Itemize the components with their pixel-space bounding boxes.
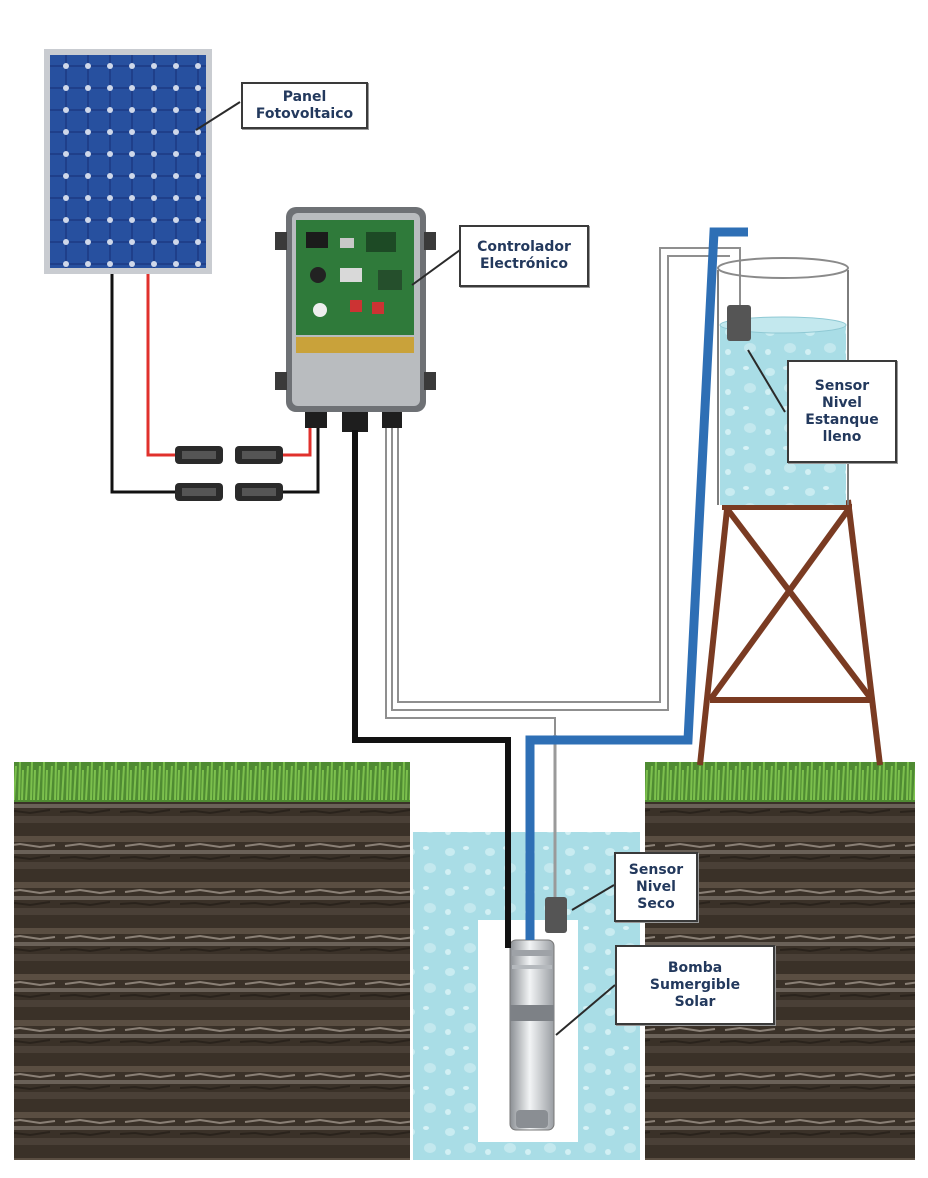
ground	[14, 762, 915, 1160]
solar-panel	[44, 49, 212, 274]
label-line: Nivel	[636, 878, 676, 895]
red-cable	[146, 274, 175, 457]
panel-cables	[110, 274, 320, 494]
label-line: Panel	[282, 88, 327, 105]
grass-right	[645, 762, 915, 804]
mc4-connectors	[175, 446, 283, 501]
black-cable-out	[283, 418, 320, 494]
label-controlador-electronico: Controlador Electrónico	[459, 225, 589, 287]
label-line: Bomba	[667, 959, 723, 976]
label-line: Fotovoltaico	[255, 105, 354, 122]
water-pipe	[525, 227, 748, 940]
label-line: Sensor	[814, 377, 870, 394]
sensor-wires	[385, 247, 741, 735]
label-sensor-nivel-seco: Sensor Nivel Seco	[614, 852, 698, 922]
full-level-sensor	[727, 305, 751, 341]
leader-lines	[195, 101, 786, 1036]
red-cable-out	[283, 418, 312, 457]
label-line: Sumergible	[649, 976, 741, 993]
submersible-pump	[509, 939, 555, 1131]
label-line: Nivel	[822, 394, 862, 411]
electronic-controller	[275, 207, 436, 432]
label-line: Controlador	[477, 239, 571, 255]
label-line: Electrónico	[479, 256, 569, 272]
pump-power-cable	[352, 430, 511, 948]
label-line: Solar	[674, 993, 716, 1010]
label-bomba-sumergible-solar: Bomba Sumergible Solar	[615, 945, 775, 1025]
label-sensor-nivel-estanque-lleno: Sensor Nivel Estanque lleno	[787, 360, 897, 463]
tank-tower	[697, 499, 883, 766]
grass-left	[14, 762, 410, 804]
label-line: Seco	[637, 895, 675, 912]
label-line: lleno	[822, 428, 862, 445]
label-line: Estanque	[805, 411, 879, 428]
label-panel-fotovoltaico: Panel Fotovoltaico	[241, 82, 368, 129]
label-line: Sensor	[628, 861, 684, 878]
black-cable	[110, 274, 175, 494]
soil-left	[14, 802, 410, 1160]
dry-level-sensor	[545, 897, 567, 933]
